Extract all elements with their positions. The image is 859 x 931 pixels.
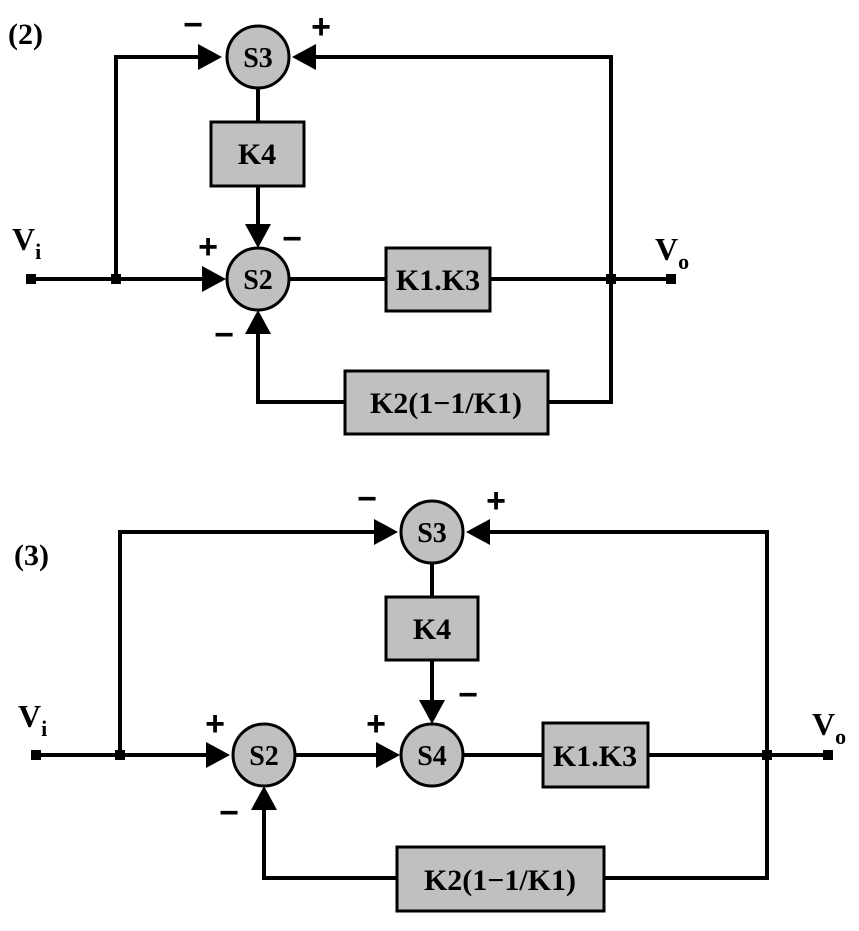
k1k3-label: K1.K3 (553, 740, 637, 773)
k2-feedback-input-wire (604, 755, 769, 880)
summing-junction-s2: S2 (231, 722, 297, 788)
junction-dot (606, 274, 616, 284)
output-label: Vo (812, 706, 846, 749)
block-k4: K4 (384, 595, 480, 662)
junction-dot (111, 274, 121, 284)
input-label: Vi (12, 221, 41, 264)
arrow-to-s2-bottom (251, 786, 277, 810)
summing-junction-s3: S3 (225, 24, 291, 90)
k2-feedback-output-wire (262, 806, 397, 880)
k2-label: K2(1−1/K1) (424, 864, 576, 897)
junction-dot (115, 750, 125, 760)
output-label: Vo (655, 231, 689, 274)
sign-s2-left: + (205, 705, 225, 743)
s2-label: S2 (249, 741, 279, 772)
sign-s4-top: − (458, 676, 478, 714)
arrow-to-s3-left (198, 44, 222, 70)
arrow-to-s2-top (245, 224, 271, 248)
k2-feedback-input-wire (548, 279, 613, 404)
sign-s3-right: + (486, 482, 506, 520)
junction-dot (762, 750, 772, 760)
diagram-3: (3) Vi Vo S3 S2 (14, 480, 846, 913)
output-feedback-wire (488, 530, 769, 755)
sign-s2-bottom: − (219, 794, 239, 832)
arrow-to-s3-right (292, 44, 316, 70)
block-k1k3: K1.K3 (384, 246, 492, 313)
sign-s4-left: + (366, 705, 386, 743)
feedforward-wire (114, 55, 202, 279)
arrow-to-s3-right (466, 519, 490, 545)
block-k1k3: K1.K3 (541, 721, 650, 789)
k1k3-label: K1.K3 (396, 264, 480, 297)
summing-junction-s4: S4 (399, 722, 465, 788)
k2-feedback-output-wire (256, 330, 345, 404)
output-feedback-wire (314, 55, 613, 279)
s3-label: S3 (243, 43, 273, 74)
sign-s3-left: − (357, 480, 377, 518)
s3-label: S3 (417, 518, 447, 549)
arrow-to-s2 (202, 266, 226, 292)
diagram-label: (3) (14, 539, 49, 572)
input-label: Vi (18, 698, 47, 741)
arrow-to-s4-top (419, 700, 445, 724)
s2-label: S2 (243, 265, 273, 296)
block-k2: K2(1−1/K1) (343, 369, 550, 436)
sign-s2-top: − (282, 220, 302, 258)
arrow-to-s2-bottom (245, 310, 271, 334)
k4-label: K4 (238, 138, 276, 171)
block-k2: K2(1−1/K1) (395, 845, 606, 913)
arrow-to-s4 (376, 742, 400, 768)
summing-junction-s2: S2 (225, 246, 291, 312)
diagram-label: (2) (8, 18, 43, 51)
k4-label: K4 (413, 613, 451, 646)
arrow-to-s3-left (374, 519, 398, 545)
diagram-2: (2) Vi Vo S3 S2 (8, 6, 689, 436)
sign-s2-bottom: − (214, 316, 234, 354)
arrow-to-s2 (206, 742, 230, 768)
s4-label: S4 (417, 741, 447, 772)
block-k4: K4 (209, 120, 306, 188)
sign-s3-right: + (311, 8, 331, 46)
sign-s3-left: − (183, 6, 203, 44)
k2-label: K2(1−1/K1) (370, 387, 522, 420)
feedforward-wire (118, 530, 378, 755)
sign-s2-left: + (198, 228, 218, 266)
summing-junction-s3: S3 (399, 499, 465, 565)
